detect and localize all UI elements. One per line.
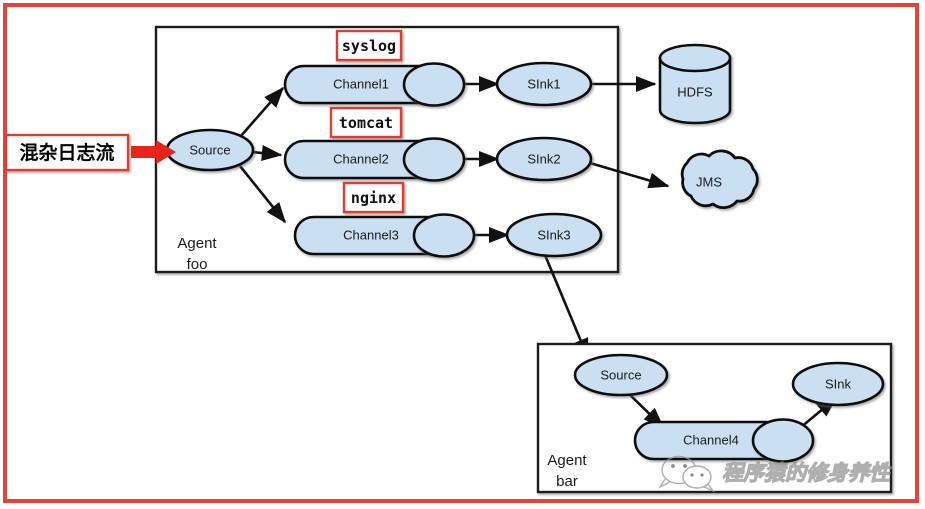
input-label-text: 混杂日志流 [19, 141, 114, 164]
wechat-icon [658, 455, 716, 493]
edge-source-to-channel1 [239, 86, 285, 138]
channel2-head [402, 137, 466, 182]
sink3-label: SInk3 [537, 227, 570, 242]
store-hdfs[interactable] [658, 43, 732, 125]
agent-bar-label-line1: Agent [547, 452, 587, 469]
tag-syslog[interactable]: syslog [335, 29, 403, 62]
channel4-head [751, 418, 815, 463]
sink2-shape [495, 136, 593, 182]
node-channel1[interactable]: Channel1 [283, 62, 466, 107]
tag-nginx[interactable]: nginx [342, 181, 405, 214]
agent-foo-label-line2: foo [187, 256, 208, 273]
node-sink2[interactable]: SInk2 [495, 136, 593, 182]
source-bar-label: Source [600, 367, 641, 382]
node-sink1[interactable]: SInk1 [495, 61, 593, 107]
tag-tomcat-label: tomcat [339, 114, 393, 132]
tag-syslog-box [335, 29, 403, 62]
jms-cloud-shape [680, 149, 759, 209]
store-jms[interactable] [680, 149, 759, 209]
sink1-shape [495, 61, 593, 107]
channel1-label: Channel1 [333, 76, 389, 91]
source-bar-shape [573, 353, 669, 397]
agent-bar-label-line2: bar [556, 473, 578, 490]
node-sink-bar[interactable]: SInk [791, 361, 885, 407]
channel3-head [412, 213, 476, 258]
channel3-label: Channel3 [343, 227, 399, 242]
sink1-label: SInk1 [527, 76, 560, 91]
watermark-text: 程序猿的修身养性 [722, 461, 893, 485]
sink2-label: SInk2 [527, 151, 560, 166]
tag-nginx-box [342, 181, 405, 214]
watermark: 程序猿的修身养性 [658, 455, 894, 493]
channel4-label: Channel4 [683, 432, 739, 447]
channel1-head [402, 62, 466, 107]
jms-label: JMS [696, 174, 722, 189]
edge-sink2-to-jms [589, 161, 670, 189]
sink-bar-label: SInk [825, 376, 852, 391]
node-channel4[interactable]: Channel4 [633, 418, 815, 463]
tag-syslog-label: syslog [342, 37, 396, 55]
node-channel2[interactable]: Channel2 [283, 137, 466, 182]
source-foo-label: Source [189, 142, 230, 157]
hdfs-label: HDFS [677, 84, 713, 99]
input-label-box [4, 133, 130, 172]
node-source-foo[interactable]: Source [165, 128, 255, 172]
sink-bar-shape [791, 361, 885, 407]
tag-nginx-label: nginx [351, 189, 396, 207]
agent-foo-label-line1: Agent [177, 235, 217, 252]
sink3-shape [505, 212, 603, 258]
channel2-label: Channel2 [333, 151, 389, 166]
tag-tomcat-box [329, 106, 403, 139]
input-arrow-icon [131, 140, 176, 164]
tag-tomcat[interactable]: tomcat [329, 106, 403, 139]
input-log-stream[interactable]: 混杂日志流 [4, 133, 130, 172]
edge-source-to-channel3 [238, 165, 287, 224]
hdfs-cylinder-top [658, 43, 732, 73]
edge-source-to-channel2 [251, 145, 283, 162]
hdfs-cylinder-body [658, 56, 732, 125]
node-sink3[interactable]: SInk3 [505, 212, 603, 258]
edge-sink3-to-bar-source [543, 254, 590, 360]
node-source-bar[interactable]: Source [573, 353, 669, 397]
node-channel3[interactable]: Channel3 [293, 213, 476, 258]
